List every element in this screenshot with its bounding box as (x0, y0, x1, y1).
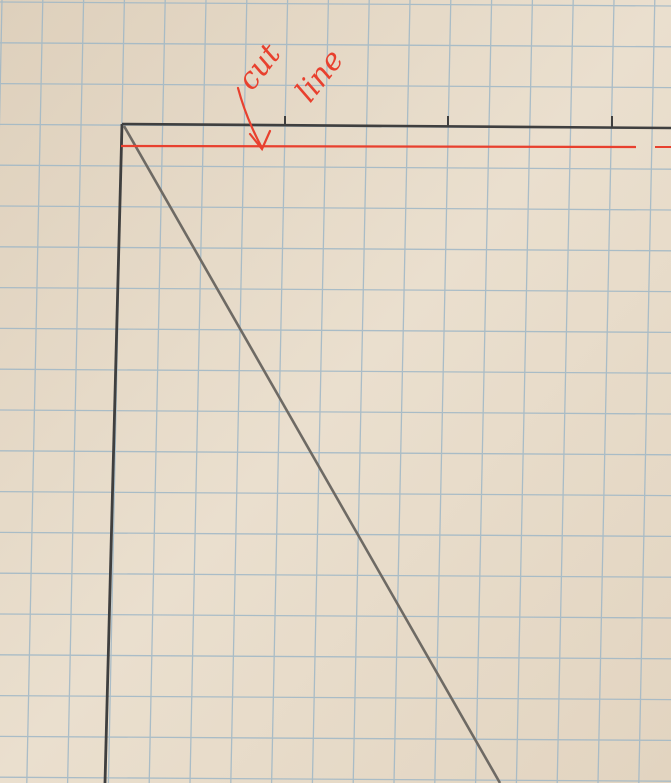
grid-line-horizontal (0, 409, 671, 415)
grid-line-horizontal (0, 694, 671, 701)
left-border-line (103, 123, 124, 783)
grid-line-horizontal (0, 327, 671, 334)
grid-line-vertical (230, 0, 248, 783)
grid-line-vertical (189, 0, 207, 783)
red-arrow-icon (236, 86, 272, 152)
grid-line-vertical (66, 0, 85, 783)
grid-line-vertical (270, 0, 289, 783)
grid-line-horizontal (0, 613, 671, 619)
grid-line-horizontal (0, 82, 671, 89)
grid-line-vertical (556, 0, 574, 783)
grid-line-horizontal (0, 735, 671, 742)
grid-line-vertical (597, 0, 615, 783)
grid-line-horizontal (0, 205, 671, 211)
grid-line-horizontal (0, 164, 671, 170)
grid-line-horizontal (0, 42, 671, 48)
grid-line-vertical (26, 0, 44, 783)
grid-line-horizontal (0, 368, 671, 374)
grid-line-vertical (638, 0, 656, 783)
grid-line-vertical (352, 0, 370, 783)
red-cut-line (120, 144, 637, 149)
grid-line-horizontal (0, 654, 671, 660)
grid-line-vertical (434, 0, 452, 783)
grid-line-horizontal (0, 572, 671, 578)
top-border-line (121, 122, 671, 130)
grid-line-vertical (148, 0, 166, 783)
grid-line-vertical (515, 0, 534, 783)
grid-line-horizontal (0, 450, 671, 456)
diagonal-line (122, 125, 502, 783)
grid-line-horizontal (0, 246, 671, 252)
grid-line-horizontal (0, 1, 671, 7)
grid-line-horizontal (0, 776, 671, 782)
grid-line-vertical (474, 0, 493, 783)
grid-line-horizontal (0, 286, 671, 293)
grid-line-vertical (393, 0, 411, 783)
grid-line-vertical (311, 0, 330, 783)
